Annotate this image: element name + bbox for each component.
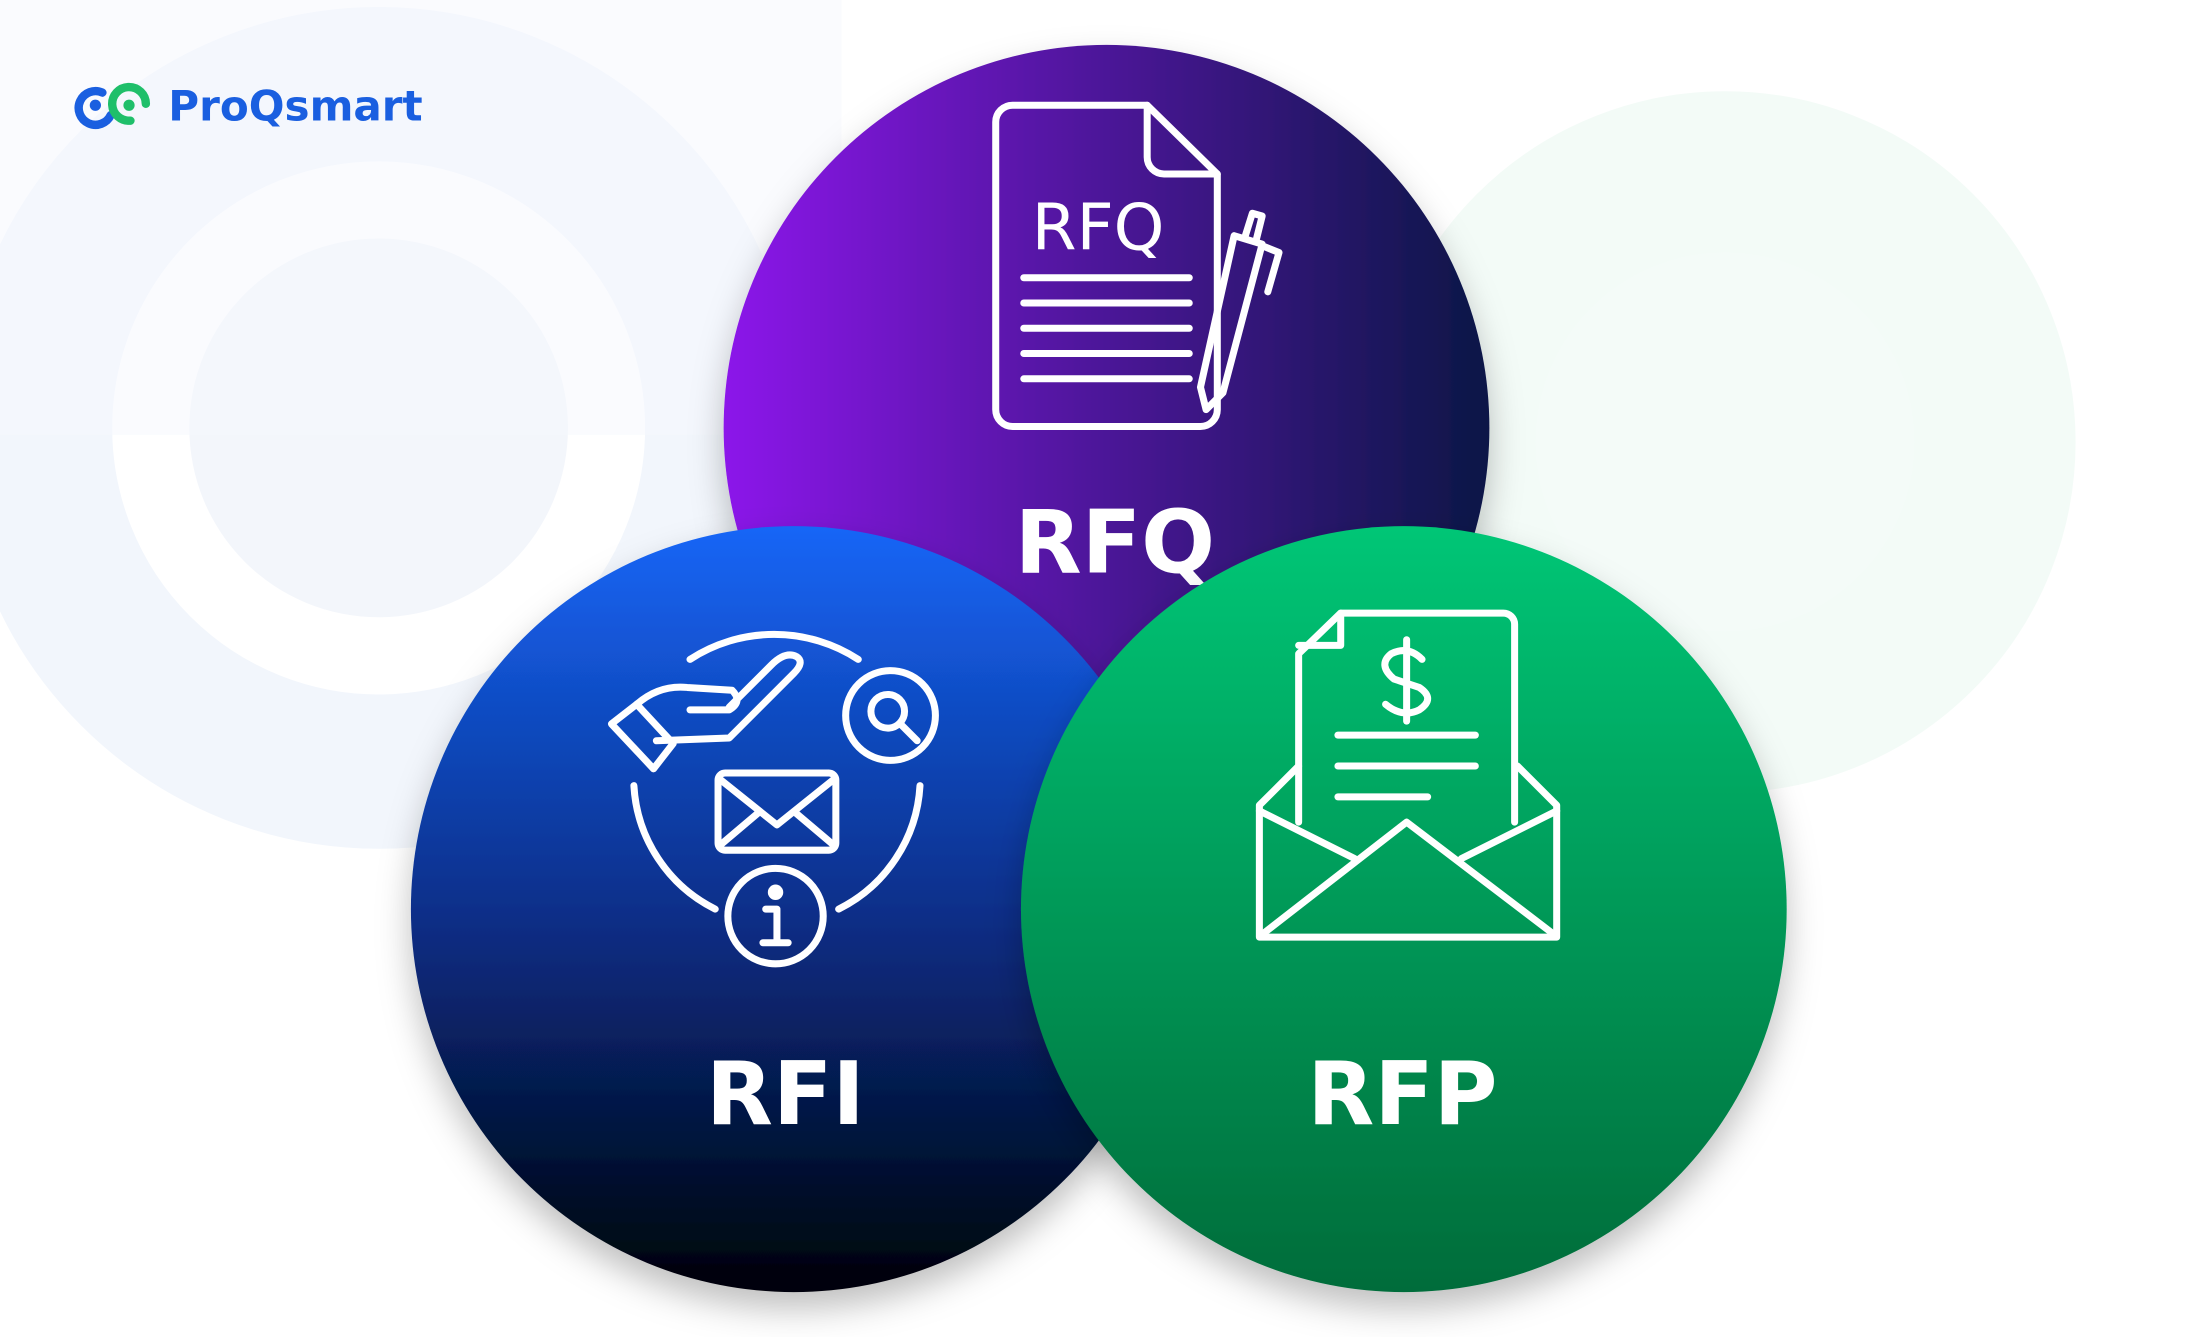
logo-mark-icon (74, 82, 151, 129)
rfq-document-pen-icon (992, 101, 1283, 431)
rfq-icon-text: RFQ (1032, 191, 1165, 266)
brand-name: ProQsmart (168, 82, 422, 131)
envelope-dollar-document-icon (1255, 609, 1561, 941)
rfp-label: RFP (1307, 1043, 1497, 1145)
rfq-label: RFQ (1015, 491, 1215, 593)
rfi-circle: RFI (410, 526, 1177, 1293)
information-exchange-icon (607, 630, 939, 968)
rfp-circle: RFP (1020, 526, 1787, 1293)
rfi-label: RFI (706, 1043, 865, 1145)
brand-logo[interactable]: ProQsmart (74, 82, 423, 131)
